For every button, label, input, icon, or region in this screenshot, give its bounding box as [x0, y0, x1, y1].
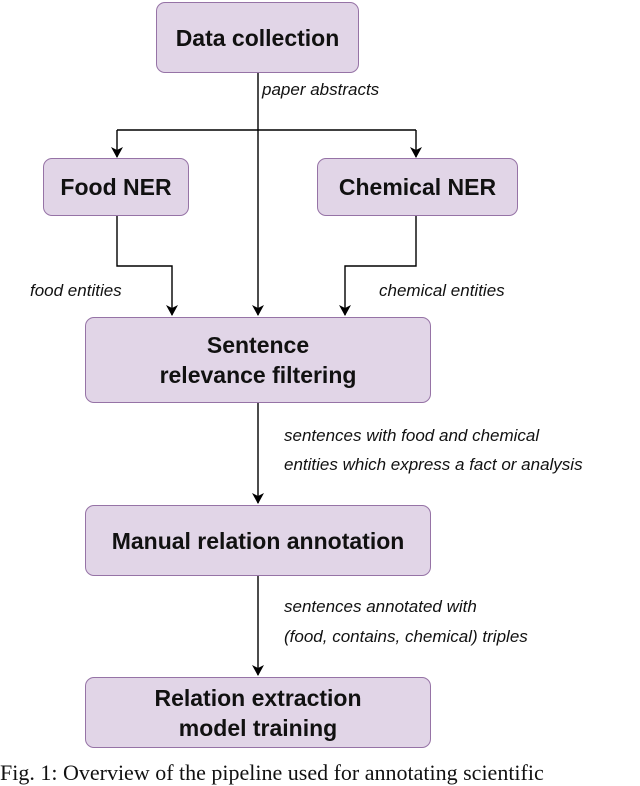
figure-caption: Fig. 1: Overview of the pipeline used fo…: [0, 760, 544, 785]
chemical-ner-box: Chemical NER: [317, 158, 518, 216]
manual-annotation-label: Manual relation annotation: [111, 527, 405, 554]
food-ner-box: Food NER: [43, 158, 189, 216]
filter-output-line1: sentences with food and chemical: [284, 426, 540, 445]
data-collection-box: Data collection: [156, 2, 359, 73]
chemical-ner-label: Chemical NER: [338, 174, 497, 200]
food-entities-label: food entities: [30, 281, 122, 300]
model-training-box: Relation extraction model training: [85, 677, 431, 748]
annotation-output-line1: sentences annotated with: [284, 597, 477, 616]
manual-annotation-box: Manual relation annotation: [85, 505, 431, 576]
chemical-entities-label: chemical entities: [379, 281, 505, 300]
filter-output-line2: entities which express a fact or analysi…: [284, 455, 583, 474]
data-collection-label: Data collection: [175, 24, 340, 51]
paper-abstracts-label: paper abstracts: [262, 80, 380, 99]
sentence-filter-label: Sentence relevance filtering: [159, 332, 357, 388]
food-ner-label: Food NER: [60, 174, 172, 200]
arrow-food-ner-to-filter: [116, 216, 178, 316]
model-training-label: Relation extraction model training: [154, 684, 362, 741]
annotation-output-line2: (food, contains, chemical) triples: [284, 627, 528, 646]
arrow-chemical-ner-to-filter: [339, 216, 417, 316]
sentence-filter-box: Sentence relevance filtering: [85, 317, 431, 403]
